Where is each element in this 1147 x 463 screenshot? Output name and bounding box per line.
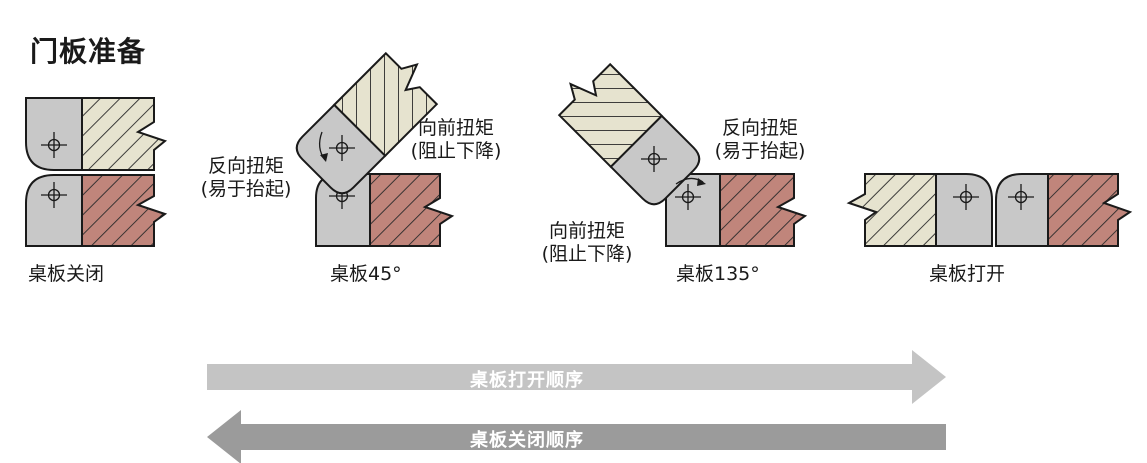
reverse-torque-label: 反向扭矩 — [207, 155, 284, 177]
caption-45-degrees: 桌板45° — [330, 263, 402, 285]
forward-torque-sublabel: (阻止下降) — [410, 140, 502, 162]
closed-upper-cream-panel — [81, 97, 168, 171]
deg135-torque-arrowhead — [697, 178, 706, 186]
deg45-rotated-hinge-block — [295, 103, 387, 195]
closed-lower-hinge-block — [25, 174, 83, 247]
open-sequence-arrow — [207, 350, 946, 404]
open-right-hinge-block — [995, 173, 1049, 247]
open-right-red-panel — [1047, 173, 1133, 247]
forward-torque-note-1: 向前扭矩 (阻止下降) — [400, 117, 512, 163]
forward-torque-label: 向前扭矩 — [417, 117, 494, 139]
deg45-red-panel — [369, 173, 455, 247]
close-sequence-label: 桌板关闭顺序 — [470, 430, 584, 451]
caption-135-degrees: 桌板135° — [676, 263, 760, 285]
reverse-torque-sublabel: (易于抬起) — [200, 178, 292, 200]
deg135-state-figure — [557, 62, 808, 247]
caption-open: 桌板打开 — [929, 263, 1006, 285]
open-left-hinge-block — [935, 173, 993, 247]
close-sequence-arrow — [207, 410, 946, 463]
open-left-cream-panel — [846, 173, 937, 247]
deg135-rotated-hinge-block — [609, 114, 701, 206]
forward-torque-note-2: 向前扭矩 (阻止下降) — [531, 220, 643, 266]
forward-torque-label: 向前扭矩 — [548, 220, 625, 242]
reverse-torque-note-1: 反向扭矩 (易于抬起) — [190, 155, 302, 201]
deg45-torque-arrowhead — [320, 153, 328, 162]
reverse-torque-sublabel: (易于抬起) — [714, 140, 806, 162]
reverse-torque-note-2: 反向扭矩 (易于抬起) — [704, 117, 816, 163]
caption-closed: 桌板关闭 — [28, 263, 105, 285]
deg135-red-panel — [719, 173, 808, 247]
open-sequence-label: 桌板打开顺序 — [470, 370, 584, 391]
deg45-state-figure — [295, 51, 455, 247]
forward-torque-sublabel: (阻止下降) — [541, 243, 633, 265]
closed-state-figure — [25, 97, 168, 247]
page-title: 门板准备 — [30, 35, 147, 68]
closed-lower-red-panel — [81, 174, 168, 247]
open-state-figure — [846, 173, 1133, 247]
reverse-torque-label: 反向扭矩 — [721, 117, 798, 139]
